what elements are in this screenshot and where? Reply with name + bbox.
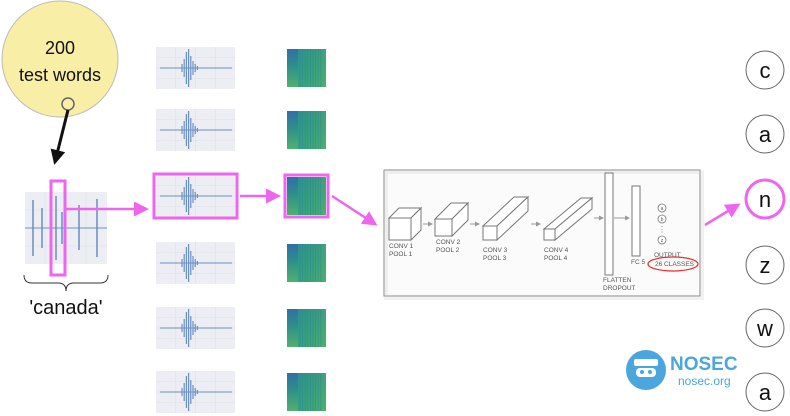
output-label: OUTPUT [654, 252, 681, 259]
logo-domain: nosec.org [678, 374, 731, 388]
logo-name: NOSEC [670, 354, 738, 375]
waveform-segments [152, 47, 239, 413]
spectrogram [287, 177, 326, 215]
dropout-label: DROPOUT [603, 285, 636, 292]
layer-3-pool-label: POOL 3 [483, 255, 507, 262]
network-to-output-arrow [704, 203, 741, 227]
flatten-label: FLATTEN [603, 277, 632, 284]
letter-label: a [759, 380, 772, 405]
spectrograms [283, 49, 330, 411]
output-node: z [657, 235, 667, 245]
waveform-segment [156, 242, 235, 284]
conv-block-3 [481, 195, 530, 242]
output-node-label: z [661, 238, 664, 244]
output-node-label: a [661, 206, 664, 212]
spectrogram [287, 49, 326, 87]
callout-pointer-dot [61, 97, 75, 111]
callout-arrow [50, 109, 70, 165]
output-node-label: b [661, 217, 664, 223]
waveform-segment [156, 307, 235, 349]
highlighted-segment [49, 179, 67, 277]
layer-1-pool-label: POOL 1 [389, 251, 413, 258]
predicted-letters: c a n z w a [744, 50, 786, 412]
letter-label: w [756, 316, 773, 341]
conv-block-1 [387, 206, 423, 242]
layer-2-pool-label: POOL 2 [436, 247, 460, 254]
waveform-segment [156, 47, 235, 89]
layer-1-conv-label: CONV 1 [389, 243, 414, 250]
spectrogram [287, 309, 326, 347]
letter-label: n [759, 187, 771, 212]
letter-label: z [760, 253, 771, 278]
conv-block-4 [542, 196, 594, 242]
letter-circle: w [745, 308, 785, 348]
layer-2-conv-label: CONV 2 [436, 239, 461, 246]
word-brace [23, 274, 109, 292]
letter-circle: c [745, 50, 785, 90]
letter-circle: a [745, 372, 785, 412]
letter-circle: z [745, 245, 785, 285]
spectrogram [287, 244, 326, 282]
classes-label: 26 CLASSES [655, 261, 695, 268]
spectrogram [287, 373, 326, 411]
letter-circle: n [744, 178, 786, 220]
output-ellipsis: ⋮ [658, 225, 666, 234]
fc-layer [631, 185, 641, 257]
output-node: b [657, 214, 667, 224]
layer-3-conv-label: CONV 3 [483, 247, 508, 254]
spectrogram [287, 111, 326, 149]
callout-count: 200 [45, 38, 75, 58]
conv-block-2 [433, 201, 470, 238]
waveform-segment [156, 175, 235, 217]
layer-4-pool-label: POOL 4 [544, 255, 568, 262]
output-node: a [657, 203, 667, 213]
spectrogram-to-network-arrow [331, 194, 378, 226]
input-word: 'canada' [29, 297, 102, 319]
layer-4-conv-label: CONV 4 [544, 247, 569, 254]
output-nodes: ab z [657, 203, 667, 245]
callout-label: test words [19, 65, 101, 85]
fc-label: FC 5 [631, 259, 645, 266]
cnn-network-panel: ab z ⋮ CONV 1 POOL 1 CONV 2 POOL 2 CONV 3… [383, 169, 704, 300]
letter-label: a [759, 122, 772, 147]
spectrogram-highlight [283, 173, 330, 219]
letter-label: c [760, 58, 771, 83]
classes-highlight-ellipse [647, 256, 699, 272]
segment-highlight [152, 172, 239, 220]
waveform-segment [156, 109, 235, 151]
flatten-dropout-layer [604, 172, 614, 276]
test-words-callout: 200 test words [1, 0, 119, 118]
letter-circle: a [745, 114, 785, 154]
waveform-segment [156, 371, 235, 413]
nosec-logo: NOSEC nosec.org [626, 350, 738, 390]
